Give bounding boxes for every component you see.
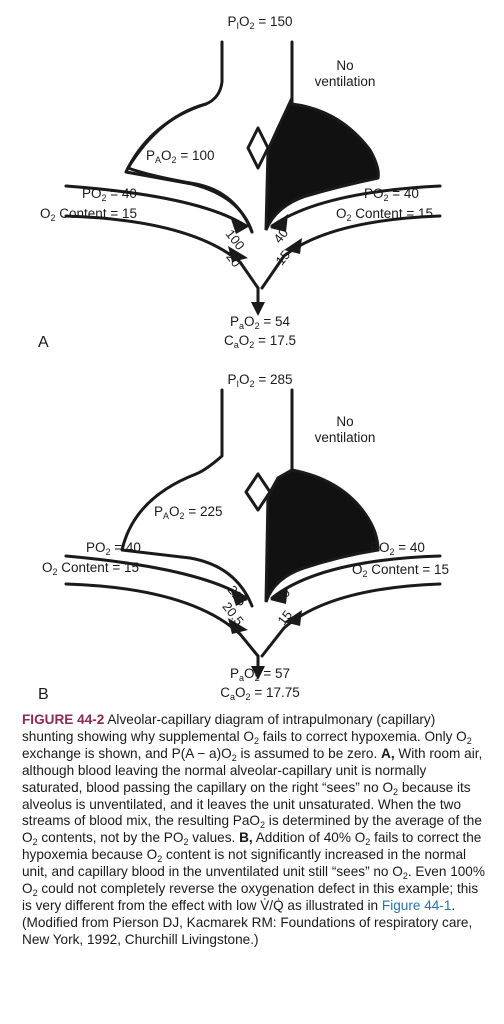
arrow-right-lower (284, 238, 302, 254)
arterial-o2-content-label: CaO2 = 17.5 (224, 333, 296, 350)
arrow-right-upper (270, 586, 288, 604)
left-o2-content-label: O2 Content = 15 (42, 560, 139, 577)
unventilated-alveolus (264, 468, 380, 603)
arterial-po2-label: PaO2 = 54 (230, 314, 290, 331)
arterial-o2-content-label: CaO2 = 17.75 (220, 685, 300, 702)
figure-link[interactable]: Figure 44-1 (381, 897, 452, 913)
left-po2-label: PO2 = 40 (86, 540, 141, 557)
right-po2-label: PO2 = 40 (370, 540, 425, 557)
arrow-left-upper (230, 588, 250, 606)
right-o2-content-label: O2 Content = 15 (352, 562, 449, 579)
septum (244, 472, 272, 512)
left-o2-content-label: O2 Content = 15 (40, 206, 137, 223)
panel-a-letter: A (38, 334, 49, 351)
panel-b-letter: B (38, 686, 49, 703)
left-alveolus (126, 102, 254, 234)
arrow-right-upper (270, 214, 288, 232)
left-po2-label: PO2 = 40 (82, 186, 137, 203)
alveolar-po2-label: PAO2 = 100 (146, 148, 215, 165)
panel-b-diagram (64, 388, 442, 680)
right-po2-label: PO2 = 40 (364, 186, 419, 203)
arrow-left-lower (228, 618, 248, 634)
septum (246, 126, 270, 170)
arterial-po2-label: PaO2 = 57 (230, 666, 290, 683)
right-o2-content-label: O2 Content = 15 (336, 206, 433, 223)
arrow-left-upper (230, 216, 250, 234)
arrow-right-lower (284, 610, 302, 626)
figure-caption: FIGURE 44-2 Alveolar-capillary diagram o… (22, 712, 485, 947)
arrow-down (251, 666, 265, 680)
alveolar-po2-label: PAO2 = 225 (154, 504, 223, 521)
pio2-label: PIO2 = 150 (227, 14, 293, 31)
arrow-left-lower (228, 246, 248, 262)
unventilated-alveolus (264, 97, 380, 231)
arrow-down (251, 302, 265, 316)
pio2-label: PIO2 = 285 (227, 372, 293, 389)
panel-a-diagram (64, 40, 442, 316)
airway (120, 388, 254, 608)
figure-title: FIGURE 44-2 (22, 712, 105, 727)
